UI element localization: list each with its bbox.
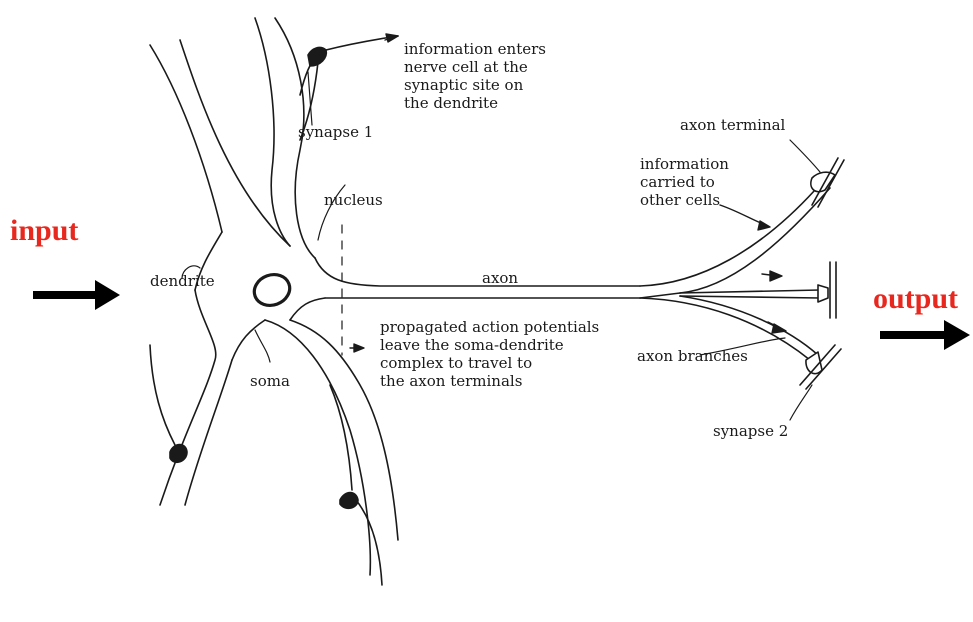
axon-terminal-middle [818,262,836,318]
axon-terminal-top [811,158,844,207]
info-carried-label: information carried to other cells [640,155,729,209]
axon-terminal-bottom [800,345,841,389]
synapse-lower-left [150,345,187,462]
axon-shaft [640,188,830,360]
axon-branches-label: axon branches [637,347,748,365]
propagated-label: propagated action potentials leave the s… [380,318,599,390]
input-arrow [33,280,120,310]
soma-label: soma [250,372,290,390]
synapse-2-label: synapse 2 [713,422,788,440]
info-enters-label: information enters nerve cell at the syn… [404,40,546,112]
nucleus-shape [250,270,294,311]
synapse-lower-right [340,493,382,586]
dendrite-lower-left [160,290,265,505]
axon-terminal-label: axon terminal [680,116,785,134]
input-label: input [10,214,78,248]
soma-upper-edge [315,258,640,286]
synapse-1-label: synapse 1 [298,123,373,141]
output-label: output [873,282,958,316]
output-arrow [880,320,970,350]
dendrite-label: dendrite [150,272,215,290]
axon-label: axon [482,269,518,287]
nucleus-label: nucleus [324,191,383,209]
